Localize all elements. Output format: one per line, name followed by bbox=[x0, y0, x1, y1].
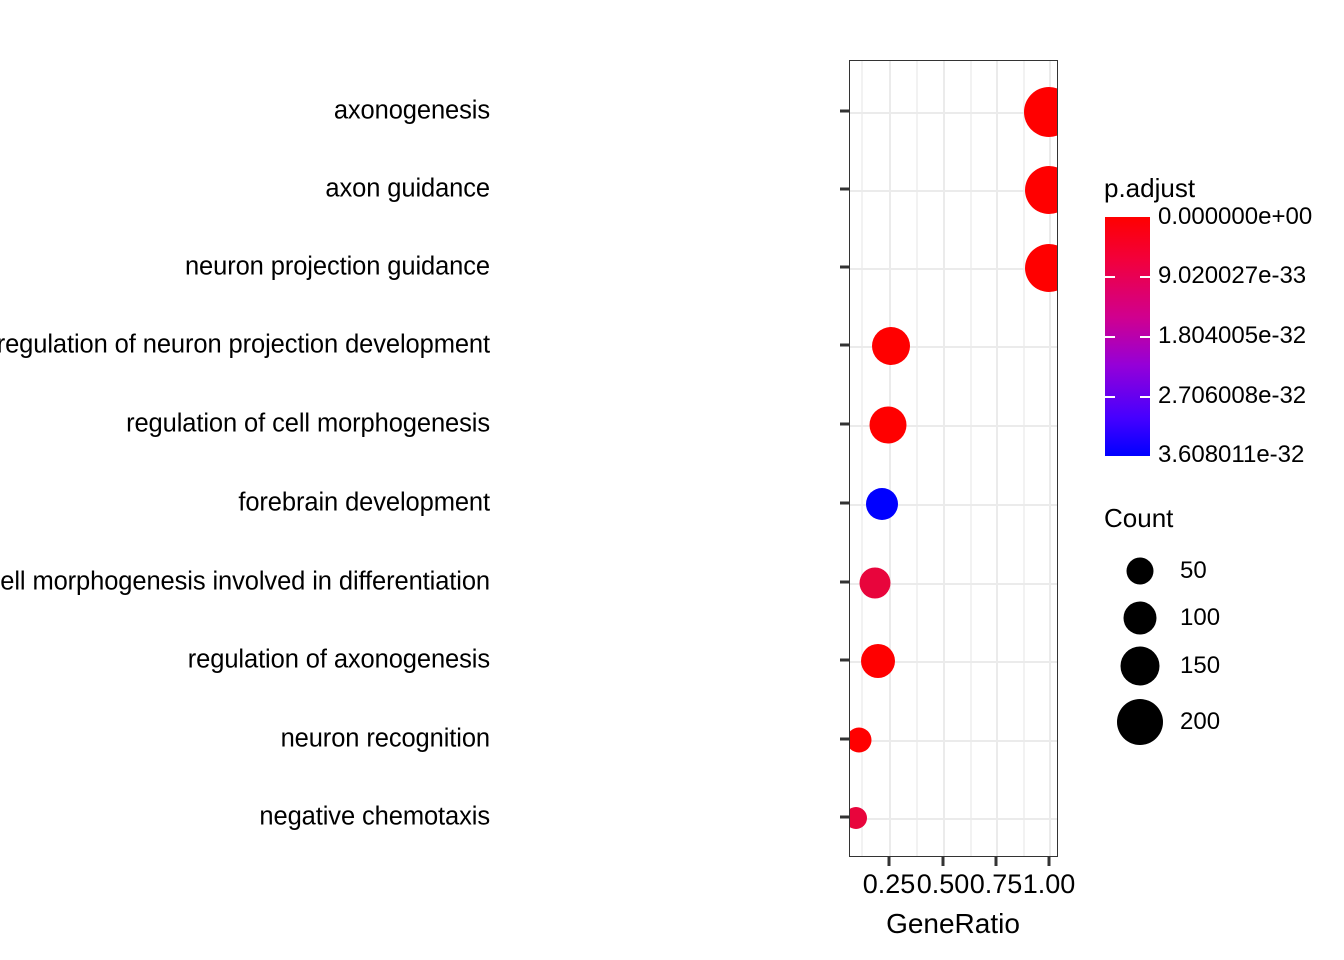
y-tick-9 bbox=[840, 815, 849, 819]
y-axis-label-negative-chemotaxis: negative chemotaxis bbox=[259, 802, 490, 831]
y-tick-5 bbox=[840, 501, 849, 505]
y-tick-1 bbox=[840, 187, 849, 191]
data-point-regulation-of-neuron-projection-development[interactable] bbox=[872, 327, 910, 365]
legend-dot-100 bbox=[1123, 601, 1157, 635]
gridline-major-0.75 bbox=[996, 61, 998, 856]
y-tick-2 bbox=[840, 265, 849, 269]
x-axis-title: GeneRatio bbox=[886, 908, 1020, 939]
y-axis-label-axonogenesis: axonogenesis bbox=[333, 96, 490, 125]
y-axis-label-regulation-of-neuron-projection-development: regulation of neuron projection developm… bbox=[0, 330, 490, 359]
x-axis-label-1.00: 1.00 bbox=[1022, 869, 1076, 899]
y-axis-label-neuron-projection-guidance: neuron projection guidance bbox=[184, 252, 490, 281]
gridline-h bbox=[850, 818, 1057, 820]
legend-title-count: Count bbox=[1104, 503, 1174, 533]
gridline-h bbox=[850, 268, 1057, 270]
colorbar-tick bbox=[1140, 396, 1150, 398]
gridline-h bbox=[850, 583, 1057, 585]
x-tick-0.75 bbox=[994, 857, 998, 866]
colorbar-label-2: 1.804005e-32 bbox=[1158, 322, 1307, 349]
gridline-minor bbox=[916, 61, 918, 856]
gridline-minor bbox=[861, 61, 863, 856]
y-tick-6 bbox=[840, 580, 849, 584]
data-point-neuron-projection-guidance[interactable] bbox=[1025, 244, 1057, 292]
colorbar-label-3: 2.706008e-32 bbox=[1158, 382, 1307, 409]
data-point-regulation-of-axonogenesis[interactable] bbox=[861, 644, 895, 678]
gridline-major-0.50 bbox=[943, 61, 945, 856]
x-tick-1.00 bbox=[1047, 857, 1051, 866]
gridline-h bbox=[850, 661, 1057, 663]
gridline-minor bbox=[1023, 61, 1025, 856]
gridline-major-0.25 bbox=[889, 61, 891, 856]
x-tick-0.50 bbox=[941, 857, 945, 866]
x-axis-label-0.50: 0.50 bbox=[916, 869, 970, 899]
colorbar-tick bbox=[1105, 396, 1115, 398]
gridline-h bbox=[850, 740, 1057, 742]
y-axis-label-forebrain-development: forebrain development bbox=[238, 488, 490, 517]
legend-dot-50 bbox=[1126, 557, 1154, 585]
gridline-h bbox=[850, 190, 1057, 192]
gridline-h bbox=[850, 504, 1057, 506]
y-tick-7 bbox=[840, 658, 849, 662]
data-point-axon-guidance[interactable] bbox=[1025, 166, 1057, 214]
x-axis-label-0.25: 0.25 bbox=[862, 869, 916, 899]
legend-title-padjust: p.adjust bbox=[1104, 173, 1196, 203]
y-axis-label-neuron-recognition: neuron recognition bbox=[280, 724, 491, 753]
gridline-minor bbox=[970, 61, 972, 856]
y-axis-label-regulation-of-axonogenesis: regulation of axonogenesis bbox=[187, 645, 490, 674]
legend-label-50: 50 bbox=[1180, 557, 1207, 584]
y-tick-8 bbox=[840, 737, 849, 741]
colorbar-tick bbox=[1140, 276, 1150, 278]
data-point-axonogenesis[interactable] bbox=[1024, 87, 1057, 137]
legend-dot-150 bbox=[1120, 646, 1160, 686]
plot-panel bbox=[849, 60, 1058, 857]
data-point-neuron-recognition[interactable] bbox=[850, 727, 872, 753]
colorbar-tick bbox=[1105, 276, 1115, 278]
legend-dot-200 bbox=[1117, 699, 1163, 745]
colorbar-label-0: 0.000000e+00 bbox=[1158, 203, 1313, 230]
x-axis-label-0.75: 0.75 bbox=[969, 869, 1023, 899]
colorbar-label-1: 9.020027e-33 bbox=[1158, 262, 1307, 289]
y-tick-4 bbox=[840, 422, 849, 426]
legend-label-100: 100 bbox=[1180, 604, 1221, 631]
legend-label-200: 200 bbox=[1180, 708, 1221, 735]
y-tick-3 bbox=[840, 343, 849, 347]
colorbar-label-4: 3.608011e-32 bbox=[1158, 441, 1305, 468]
y-tick-0 bbox=[840, 109, 849, 113]
gridline-h bbox=[850, 346, 1057, 348]
colorbar-tick bbox=[1105, 336, 1115, 338]
x-tick-0.25 bbox=[887, 857, 891, 866]
gridline-h bbox=[850, 425, 1057, 427]
y-axis-label-regulation-of-cell-morphogenesis-involved-in-differentiation: regulation of cell morphogenesis involve… bbox=[0, 567, 490, 596]
colorbar-tick bbox=[1140, 336, 1150, 338]
legend-label-150: 150 bbox=[1180, 652, 1221, 679]
gridline-major-1.00 bbox=[1049, 61, 1051, 856]
data-point-regulation-of-cell-morphogenesis-involved-in-differentiation[interactable] bbox=[859, 567, 891, 599]
gridline-h bbox=[850, 112, 1057, 114]
data-point-negative-chemotaxis[interactable] bbox=[850, 807, 867, 829]
data-point-regulation-of-cell-morphogenesis[interactable] bbox=[869, 406, 907, 444]
y-axis-label-regulation-of-cell-morphogenesis: regulation of cell morphogenesis bbox=[126, 409, 490, 438]
data-point-forebrain-development[interactable] bbox=[866, 488, 898, 520]
y-axis-label-axon-guidance: axon guidance bbox=[325, 174, 490, 203]
